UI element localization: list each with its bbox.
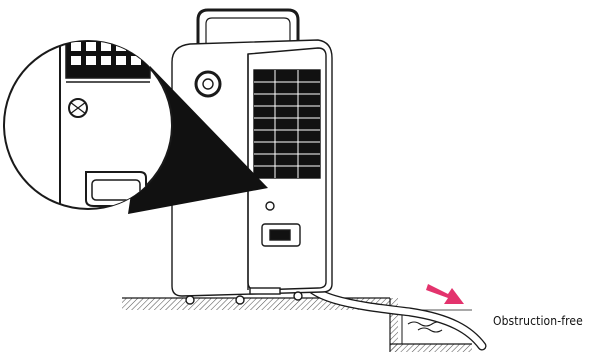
drain-water-icon bbox=[408, 322, 444, 332]
obstruction-free-label: Obstruction-free bbox=[493, 314, 583, 328]
floor-ledge bbox=[122, 298, 472, 352]
flow-arrow-icon bbox=[426, 284, 464, 304]
